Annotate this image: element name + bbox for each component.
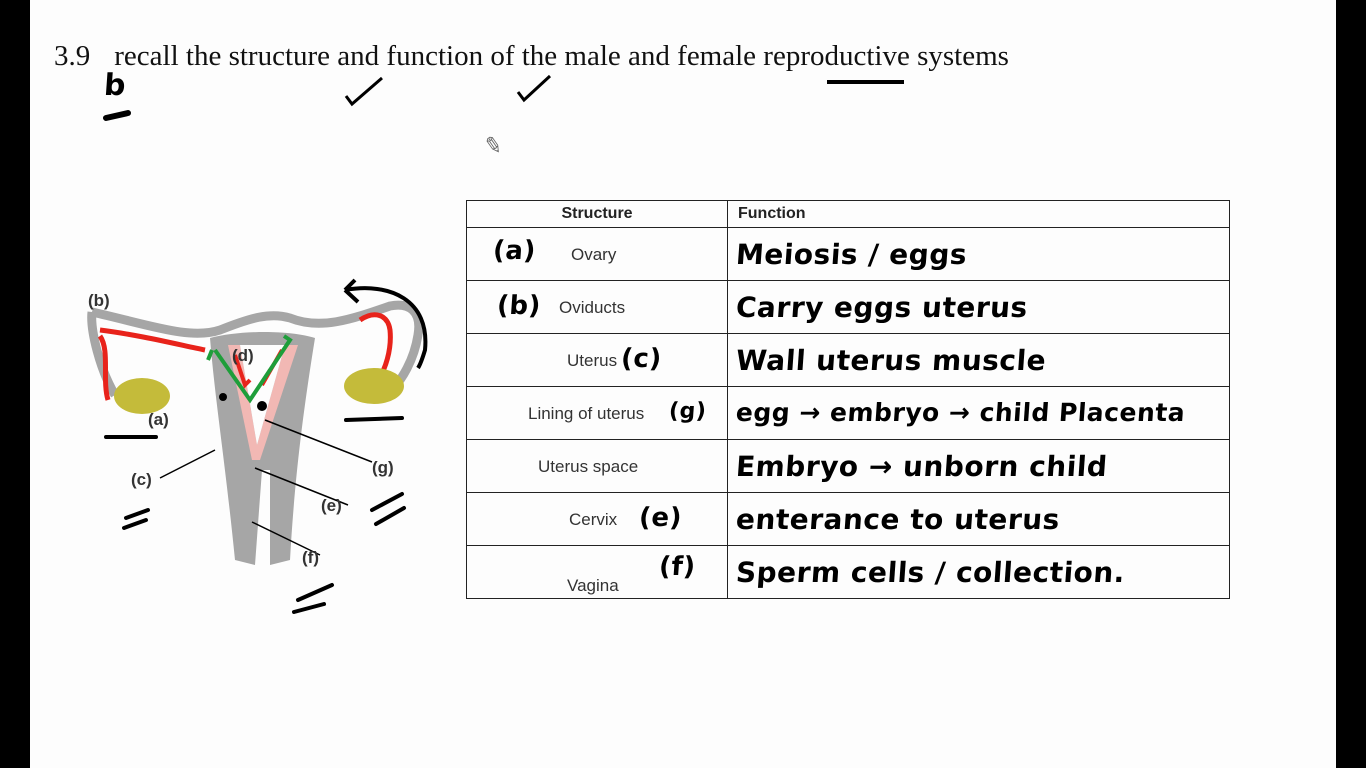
table-row: (a) Ovary Meiosis / eggs — [466, 227, 1230, 281]
row-function: egg → embryo → child Placenta — [734, 398, 1187, 427]
row-mark: (e) — [637, 503, 683, 533]
ink-underline-b — [103, 110, 131, 121]
header-structure: Structure — [466, 200, 728, 228]
table-header-row: Structure Function — [466, 200, 1230, 228]
green-arrow — [206, 334, 293, 404]
row-structure: Uterus — [567, 351, 618, 370]
oviduct — [87, 300, 424, 398]
red-path — [97, 327, 206, 401]
label-a: (a) — [148, 410, 169, 429]
uterus-diagram — [87, 278, 428, 614]
heading-text: of the male and — [483, 40, 678, 72]
annotations-and-diagram — [87, 74, 904, 614]
red-path — [358, 312, 393, 382]
heading-word-structure: structure — [228, 40, 331, 72]
row-mark: (b) — [495, 291, 542, 321]
label-e: (e) — [321, 496, 342, 515]
table-row: (f) Vagina Sperm cells / collection. — [466, 545, 1230, 599]
label-leader-lines — [159, 419, 373, 556]
row-mark: (c) — [619, 344, 663, 374]
row-structure: Oviducts — [559, 298, 626, 317]
header-function: Function — [727, 200, 1230, 228]
heading-text: and — [330, 40, 387, 72]
ink-marks — [104, 416, 406, 614]
row-mark: (a) — [491, 236, 537, 266]
label-d: (d) — [232, 346, 254, 365]
uterus-space — [240, 345, 285, 445]
heading-text: recall the — [114, 40, 229, 72]
row-structure: Uterus space — [538, 457, 639, 476]
row-structure: Lining of uterus — [528, 404, 645, 423]
heading: 3.9 recall the structure and function of … — [54, 40, 1009, 73]
row-function: Carry eggs uterus — [734, 290, 1029, 324]
row-function: Embryo → unborn child — [734, 449, 1109, 483]
slide-page: 3.9 recall the structure and function of … — [30, 0, 1336, 768]
table-row: Uterus space Embryo → unborn child — [466, 439, 1230, 493]
check-mark-icon — [344, 76, 383, 107]
right-ovary — [344, 368, 404, 404]
row-function: Sperm cells / collection. — [734, 555, 1127, 589]
row-mark: (f) — [657, 552, 697, 582]
label-g: (g) — [372, 458, 394, 477]
row-mark: (g) — [668, 399, 708, 424]
curved-arrow-icon — [343, 278, 428, 370]
label-b: (b) — [88, 291, 110, 310]
row-function: enterance to uterus — [734, 502, 1062, 536]
row-function: Meiosis / eggs — [734, 237, 969, 271]
row-structure: Ovary — [571, 245, 617, 264]
label-c: (c) — [131, 470, 152, 489]
label-f: (f) — [302, 548, 319, 567]
left-ovary — [114, 378, 170, 414]
table-row: Cervix (e) enterance to uterus — [466, 492, 1230, 546]
row-structure: Vagina — [567, 576, 619, 595]
heading-word-female: female — [677, 40, 757, 72]
heading-text: reproductive systems — [756, 40, 1009, 72]
table-row: Lining of uterus (g) egg → embryo → child… — [466, 386, 1230, 440]
table-row: (b) Oviducts Carry eggs uterus — [466, 280, 1230, 334]
table-row: Uterus(c) Wall uterus muscle — [466, 333, 1230, 387]
uterus-lining — [228, 345, 298, 460]
row-structure: Cervix — [569, 510, 618, 529]
row-function: Wall uterus muscle — [734, 343, 1048, 377]
check-mark-icon — [516, 74, 552, 103]
heading-number: 3.9 — [54, 40, 91, 72]
heading-word-function: function — [386, 40, 484, 72]
structure-function-table: Structure Function (a) Ovary Meiosis / eg… — [466, 200, 1230, 599]
